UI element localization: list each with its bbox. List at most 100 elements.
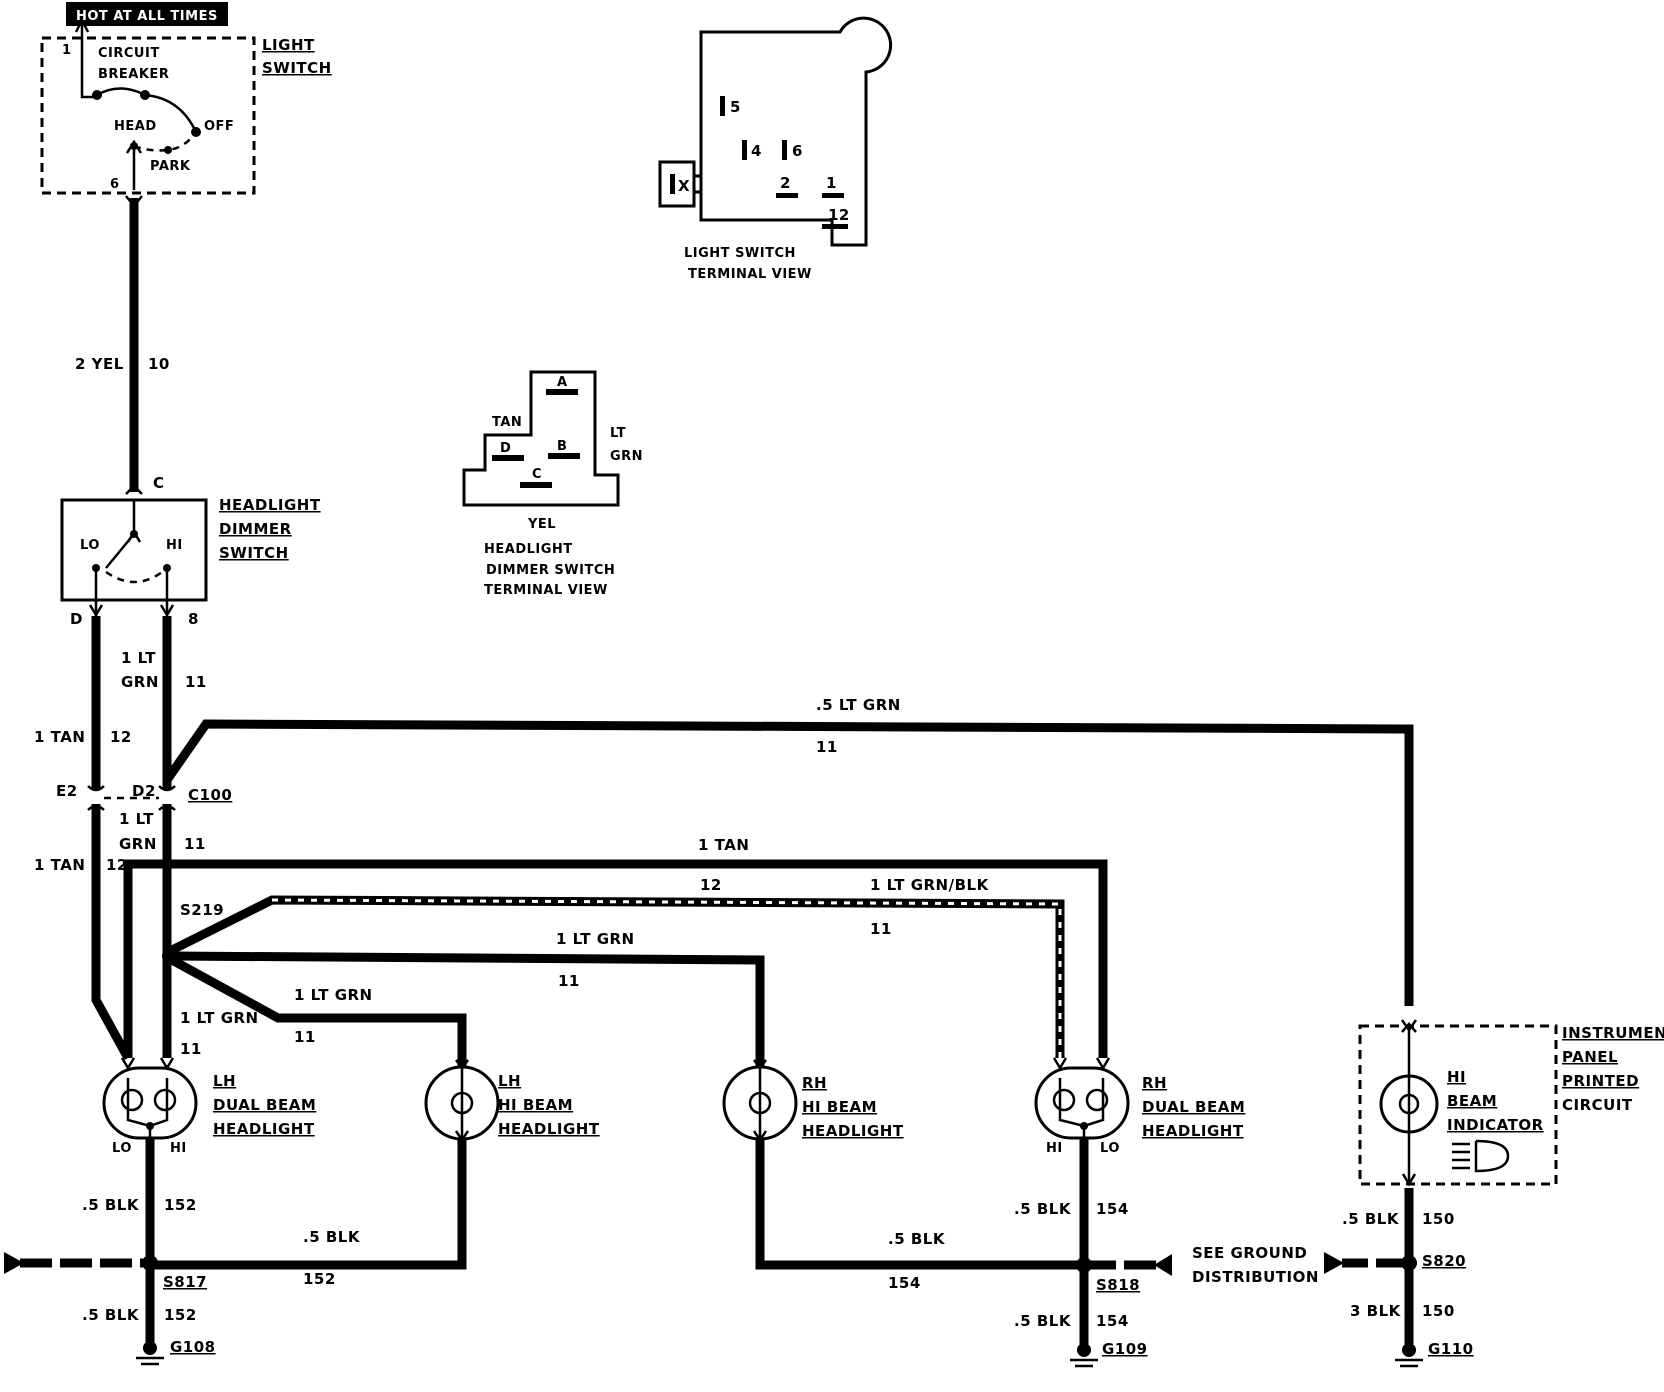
wire-grn-run	[171, 951, 765, 1066]
terminal-c-label: C	[532, 467, 542, 482]
stripe-run-size: 1 LT GRN/BLK	[870, 876, 990, 894]
lh-dual-beam-headlight: LO HI LH DUAL BEAM HEADLIGHT	[102, 1057, 316, 1156]
w12b-num: 12	[106, 856, 128, 874]
lhhi-run-size: 1 LT GRN	[294, 986, 373, 1004]
light-switch-pin-1: 1	[62, 43, 72, 58]
g109-num-bot: 154	[1096, 1312, 1129, 1330]
hot-at-all-times-label: HOT AT ALL TIMES	[76, 9, 218, 24]
lh-dual-label-1: LH	[213, 1072, 236, 1090]
conn-e2: E2	[56, 782, 78, 800]
splice-s219: S219	[180, 901, 224, 919]
wire-labels: 1 LT GRN 11 1 TAN 12 E2 D2 C100 1 LT GRN…	[34, 649, 990, 1058]
ip-circuit-label-1: INSTRUMENT	[1562, 1024, 1664, 1042]
light-switch-view-caption-2: TERMINAL VIEW	[688, 267, 812, 282]
lh-hi-label-2: HI BEAM	[498, 1096, 573, 1114]
rh-hi-label-2: HI BEAM	[802, 1098, 877, 1116]
g108-size-top: .5 BLK	[82, 1196, 140, 1214]
ground-g108: G108	[170, 1338, 216, 1356]
terminal-12-label: 12	[828, 206, 850, 224]
rhhi-gnd-size: .5 BLK	[888, 1230, 946, 1248]
terminal-a-label: A	[557, 375, 568, 390]
lh-dual-label-3: HEADLIGHT	[213, 1120, 315, 1138]
wire-tan-run	[167, 859, 1108, 1058]
dimmer-view-caption-1: HEADLIGHT	[484, 542, 573, 557]
w11b-num: 11	[184, 835, 206, 853]
dimmer-pin-c: C	[153, 474, 165, 492]
g110-num-bot: 150	[1422, 1302, 1455, 1320]
ground-g110: .5 BLK 150 S820 3 BLK 150 G110	[1324, 1210, 1473, 1368]
ground-g108-icon	[143, 1341, 157, 1355]
ground-g109-icon	[1077, 1343, 1091, 1357]
w12a-size: 1 TAN	[34, 728, 85, 746]
rh-dual-label-1: RH	[1142, 1074, 1167, 1092]
circuit-breaker-label-2: BREAKER	[98, 67, 169, 82]
see-ground-1: SEE GROUND	[1192, 1244, 1307, 1262]
ground-g109: .5 BLK 154 .5 BLK 154 S818 .5 BLK 154 G1…	[888, 1200, 1319, 1368]
lh-hi-label-1: LH	[498, 1072, 521, 1090]
lh-dual-label-2: DUAL BEAM	[213, 1096, 316, 1114]
wire-yel-label: YEL	[527, 517, 556, 532]
light-switch-pin-6: 6	[110, 177, 120, 192]
w11b-size-1: 1 LT	[119, 810, 154, 828]
g109-num-top: 154	[1096, 1200, 1129, 1218]
w11a-num: 11	[185, 673, 207, 691]
lhhi-run-num: 11	[294, 1028, 316, 1046]
rh-dual-lo: LO	[1100, 1141, 1120, 1156]
rh-dual-label-3: HEADLIGHT	[1142, 1122, 1244, 1140]
see-ground-2: DISTRIBUTION	[1192, 1268, 1319, 1286]
wire-12-crossover	[123, 859, 167, 1058]
lh-hi-beam-headlight: LH HI BEAM HEADLIGHT	[424, 1059, 600, 1143]
ground-g110-icon	[1402, 1343, 1416, 1357]
wire-154-rhhi	[755, 1138, 1084, 1270]
terminal-4-label: 4	[751, 142, 762, 160]
wire-harness: 2 YEL 10	[20, 195, 1414, 1344]
wire-grn-label: GRN	[610, 449, 643, 464]
ip-circuit-label-4: CIRCUIT	[1562, 1096, 1633, 1114]
rh-hi-label-3: HEADLIGHT	[802, 1122, 904, 1140]
g109-size-top: .5 BLK	[1014, 1200, 1072, 1218]
lh-hi-label-3: HEADLIGHT	[498, 1120, 600, 1138]
dimmer-terminal-view: A TAN D B C LT GRN YEL HEADLIGHT DIMMER …	[462, 370, 643, 598]
hot-at-all-times-tag: HOT AT ALL TIMES	[66, 2, 228, 26]
ground-g108: .5 BLK 152 .5 BLK 152 S817 .5 BLK 152 G1…	[4, 1196, 360, 1366]
grn-run-num: 11	[558, 972, 580, 990]
ground-arrow-left-icon	[4, 1252, 24, 1274]
dimmer-name-2: DIMMER	[219, 520, 292, 538]
high-beam-symbol-icon	[1452, 1139, 1510, 1173]
wire-lhhi-run	[169, 956, 467, 1066]
ground-g109: G109	[1102, 1340, 1148, 1358]
rh-dual-hi: HI	[1046, 1141, 1063, 1156]
ip-circuit-label-2: PANEL	[1562, 1048, 1618, 1066]
w11a-size-1: 1 LT	[121, 649, 156, 667]
rh-hi-label-1: RH	[802, 1074, 827, 1092]
terminal-d-label: D	[500, 441, 511, 456]
connector-c100	[87, 785, 176, 811]
wire-top-run	[163, 719, 1414, 1006]
splice-s818: S818	[1096, 1276, 1140, 1294]
conn-d2: D2	[132, 782, 156, 800]
g110-size-top: .5 BLK	[1342, 1210, 1400, 1228]
lh-dual-lo: LO	[112, 1141, 132, 1156]
tan-run-num: 12	[700, 876, 722, 894]
splice-s820: S820	[1422, 1252, 1466, 1270]
grn-run-size: 1 LT GRN	[556, 930, 635, 948]
g110-size-bot: 3 BLK	[1350, 1302, 1402, 1320]
g108-num-top: 152	[164, 1196, 197, 1214]
g110-num-top: 150	[1422, 1210, 1455, 1228]
lh-dual-hi: HI	[170, 1141, 187, 1156]
ground-arrow-right-icon	[1154, 1254, 1172, 1276]
conn-c100: C100	[188, 786, 232, 804]
indicator-label-3: INDICATOR	[1447, 1116, 1544, 1134]
headlight-dimmer-switch: C LO HI HEADLIGHT DIMMER SWITCH D 8	[60, 474, 320, 628]
dimmer-view-caption-2: DIMMER SWITCH	[486, 563, 615, 578]
dimmer-hi-label: HI	[166, 538, 183, 553]
wire-tan-label: TAN	[492, 415, 522, 430]
rhhi-gnd-num: 154	[888, 1274, 921, 1292]
dimmer-lo-label: LO	[80, 538, 100, 553]
g108-size-bot: .5 BLK	[82, 1306, 140, 1324]
light-switch: 1 CIRCUIT BREAKER LIGHT SWITCH HEAD OFF …	[40, 17, 331, 195]
wire-10-number: 10	[148, 355, 170, 373]
g108-num-bot: 152	[164, 1306, 197, 1324]
circuit-breaker-label-1: CIRCUIT	[98, 46, 160, 61]
